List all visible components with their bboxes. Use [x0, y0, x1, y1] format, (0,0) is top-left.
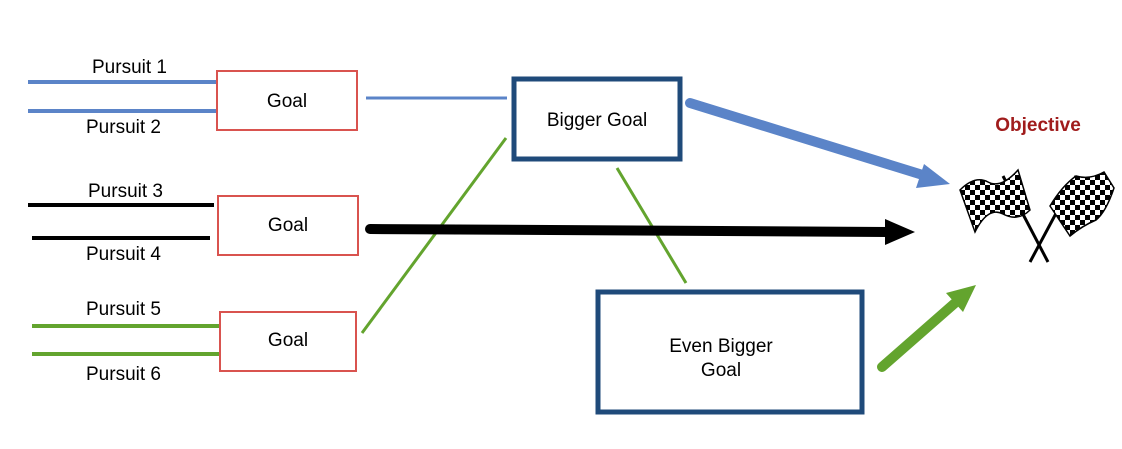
goal-box-2 [217, 195, 359, 256]
goal-box-1 [216, 70, 358, 131]
even-bigger-goal-label-line1: Even Bigger [669, 336, 773, 357]
even-bigger-goal-box [595, 289, 865, 415]
goal-3-label: Goal [268, 330, 308, 351]
objective-label: Objective [995, 115, 1081, 136]
bigger-goal-to-even-bigger-line [615, 167, 688, 284]
black-arrow-to-objective [365, 219, 915, 245]
pursuit-1-label: Pursuit 1 [92, 57, 167, 78]
even-bigger-goal-label-line2: Goal [701, 360, 741, 381]
goal-box-3 [219, 311, 357, 372]
pursuit-6-label: Pursuit 6 [86, 364, 161, 385]
goal-3-to-bigger-goal-line [360, 137, 508, 334]
pursuit-5-label: Pursuit 5 [86, 299, 161, 320]
pursuit-3-label: Pursuit 3 [88, 181, 163, 202]
bigger-goal-label: Bigger Goal [547, 110, 647, 131]
pursuit-2-label: Pursuit 2 [86, 117, 161, 138]
pursuit-4-label: Pursuit 4 [86, 244, 161, 265]
goal-2-label: Goal [268, 215, 308, 236]
bigger-goal-box [511, 76, 683, 162]
checkered-flags-icon [959, 168, 1115, 263]
green-arrow-to-objective [877, 285, 976, 372]
goal-1-label: Goal [267, 91, 307, 112]
blue-arrow-to-objective [685, 98, 950, 188]
